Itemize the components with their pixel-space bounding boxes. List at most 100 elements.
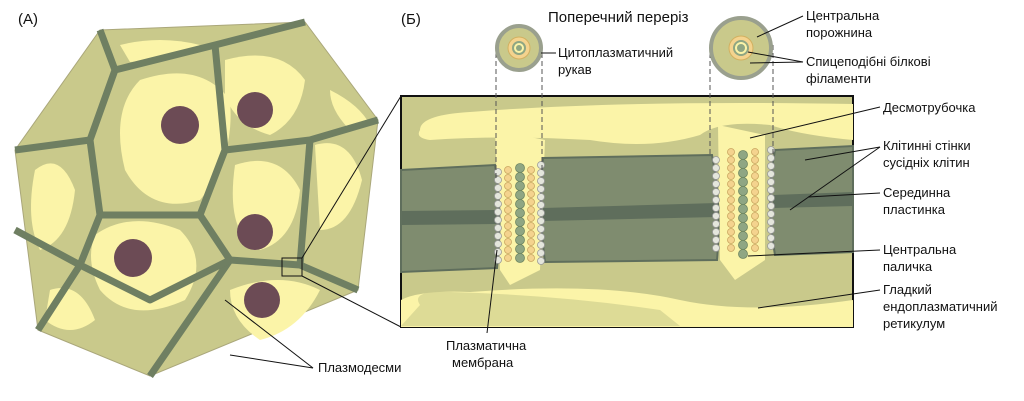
desmotubule-bead bbox=[738, 249, 748, 259]
plasma-membrane-bead bbox=[537, 233, 545, 241]
middle-lamella bbox=[401, 210, 497, 225]
sleeve-bead bbox=[527, 206, 535, 214]
sleeve-bead bbox=[751, 204, 759, 212]
desmotubule-bead bbox=[515, 253, 525, 263]
plasma-membrane-bead bbox=[494, 216, 502, 224]
panel-b-label: (Б) bbox=[401, 11, 421, 28]
sleeve-bead bbox=[727, 156, 735, 164]
plasma-membrane-bead bbox=[712, 204, 720, 212]
sleeve-bead bbox=[727, 148, 735, 156]
sleeve-bead bbox=[751, 212, 759, 220]
bead-columns bbox=[494, 146, 775, 265]
plasmodesmata-label: Плазмодесми bbox=[318, 360, 401, 375]
sleeve-bead bbox=[504, 190, 512, 198]
plasma-membrane-bead bbox=[767, 170, 775, 178]
nucleus bbox=[161, 106, 199, 144]
sleeve-bead bbox=[504, 246, 512, 254]
plasma-membrane-bead bbox=[537, 193, 545, 201]
cross-section-title: Поперечний переріз bbox=[548, 9, 689, 26]
plasma-membrane-bead bbox=[537, 201, 545, 209]
plasma-membrane-bead bbox=[767, 234, 775, 242]
plasma-membrane-bead bbox=[767, 162, 775, 170]
sleeve-bead bbox=[504, 206, 512, 214]
desmotubule-label: Десмотрубочка bbox=[883, 100, 976, 115]
desmotubule-bead bbox=[738, 213, 748, 223]
plasma-membrane-bead bbox=[767, 186, 775, 194]
nucleus bbox=[237, 92, 273, 128]
panel-a-tissue bbox=[13, 18, 402, 378]
plasma-membrane-bead bbox=[494, 208, 502, 216]
sleeve-bead bbox=[527, 246, 535, 254]
plasma-membrane-bead bbox=[767, 194, 775, 202]
plasma-membrane-bead bbox=[712, 188, 720, 196]
desmotubule-bead bbox=[515, 226, 525, 236]
plasma-membrane-bead bbox=[537, 257, 545, 265]
desmotubule-bead bbox=[738, 186, 748, 196]
desmotubule-bead bbox=[738, 231, 748, 241]
plasma-membrane-bead bbox=[767, 154, 775, 162]
nuclei bbox=[114, 92, 280, 318]
sleeve-bead bbox=[751, 180, 759, 188]
plasma-membrane-bead bbox=[767, 218, 775, 226]
desmotubule-bead bbox=[515, 199, 525, 209]
plasma-membrane-bead bbox=[712, 244, 720, 252]
sleeve-bead bbox=[727, 220, 735, 228]
plasma-membrane-bead bbox=[712, 156, 720, 164]
sleeve-bead bbox=[504, 222, 512, 230]
cross-section-large bbox=[709, 16, 773, 80]
desmotubule-bead bbox=[738, 195, 748, 205]
cell-walls bbox=[400, 144, 854, 274]
sleeve-bead bbox=[751, 172, 759, 180]
sleeve-bead bbox=[504, 198, 512, 206]
nucleus bbox=[114, 239, 152, 277]
sleeve-bead bbox=[727, 164, 735, 172]
sleeve-bead bbox=[751, 164, 759, 172]
sleeve-bead bbox=[527, 238, 535, 246]
desmotubule-bead bbox=[738, 159, 748, 169]
desmotubule-bead bbox=[515, 163, 525, 173]
sleeve-bead bbox=[527, 190, 535, 198]
plasma-membrane-bead bbox=[537, 169, 545, 177]
plasma-membrane-bead bbox=[767, 226, 775, 234]
plasma-membrane-bead bbox=[537, 177, 545, 185]
plasma-membrane-bead bbox=[537, 209, 545, 217]
sleeve-bead bbox=[727, 188, 735, 196]
sleeve-bead bbox=[727, 196, 735, 204]
plasma-membrane-bead bbox=[712, 164, 720, 172]
plasma-membrane-bead bbox=[537, 241, 545, 249]
plasma-membrane-bead bbox=[767, 202, 775, 210]
sleeve-bead bbox=[527, 166, 535, 174]
nucleus bbox=[244, 282, 280, 318]
plasma-membrane-bead bbox=[494, 240, 502, 248]
plasma-membrane-bead bbox=[494, 232, 502, 240]
desmotubule-bead bbox=[515, 244, 525, 254]
plasma-membrane-bead bbox=[494, 192, 502, 200]
sleeve-bead bbox=[527, 182, 535, 190]
zoom-box bbox=[281, 257, 303, 277]
plasma-membrane-bead bbox=[712, 196, 720, 204]
desmotubule-bead bbox=[515, 217, 525, 227]
plasma-membrane-bead bbox=[494, 224, 502, 232]
sleeve-bead bbox=[504, 166, 512, 174]
desmotubule-bead bbox=[738, 222, 748, 232]
plasma-membrane-bead bbox=[767, 210, 775, 218]
sleeve-bead bbox=[727, 236, 735, 244]
desmotubule-bead bbox=[515, 181, 525, 191]
desmotubule-bead bbox=[515, 235, 525, 245]
sleeve-bead bbox=[527, 214, 535, 222]
sleeve-bead bbox=[727, 212, 735, 220]
sleeve-bead bbox=[527, 174, 535, 182]
plasma-membrane-bead bbox=[712, 180, 720, 188]
plasma-membrane-bead bbox=[494, 176, 502, 184]
sleeve-bead bbox=[504, 214, 512, 222]
plasma-membrane-bead bbox=[712, 172, 720, 180]
sleeve-bead bbox=[727, 172, 735, 180]
